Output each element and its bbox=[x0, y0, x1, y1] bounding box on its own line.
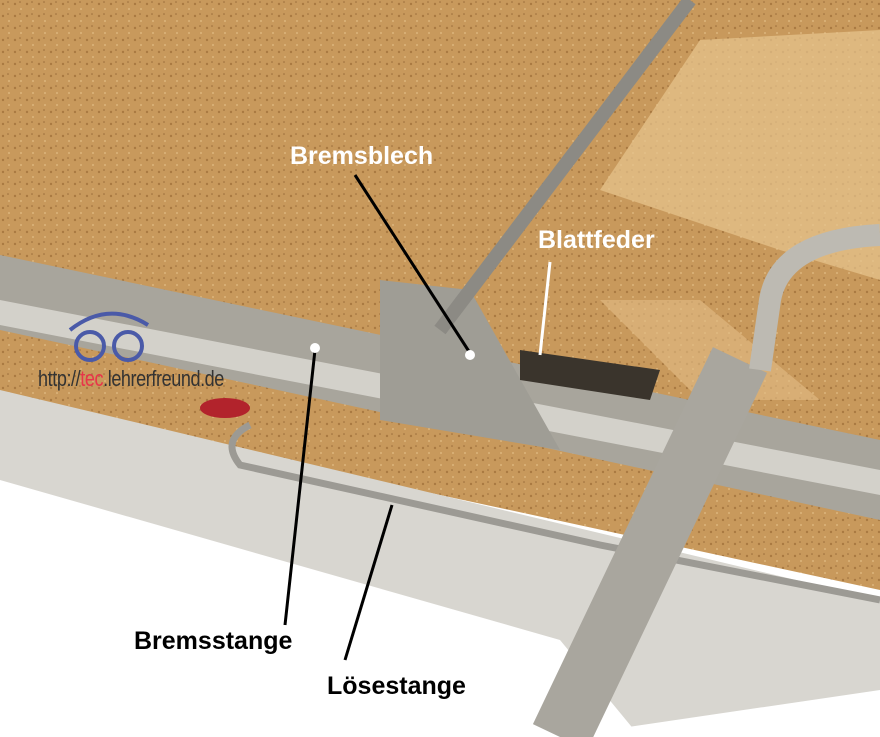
leader-line-loesestange bbox=[343, 504, 394, 661]
leader-line-bremsstange bbox=[283, 349, 317, 626]
marker-dot bbox=[310, 343, 320, 353]
white-background bbox=[0, 480, 640, 737]
marker-dot bbox=[465, 350, 475, 360]
label-loesestange: Lösestange bbox=[327, 672, 466, 700]
release-rod bbox=[228, 421, 880, 604]
red-part bbox=[200, 398, 250, 418]
watermark-suffix: .lehrerfreund.de bbox=[103, 366, 224, 391]
table-leg bbox=[532, 347, 768, 737]
brake-plate bbox=[380, 280, 560, 450]
label-blattfeder: Blattfeder bbox=[538, 226, 655, 254]
watermark-highlight: tec bbox=[80, 366, 104, 391]
leaf-spring bbox=[520, 350, 660, 400]
sunlight-patch bbox=[600, 30, 880, 280]
watermark-owl-logo bbox=[68, 311, 150, 362]
label-bremsstange: Bremsstange bbox=[134, 627, 293, 655]
label-bremsblech: Bremsblech bbox=[290, 142, 434, 170]
support-rod bbox=[434, 0, 696, 335]
curved-tube bbox=[749, 224, 880, 372]
leader-line-blattfeder bbox=[538, 261, 552, 356]
leader-line-bremsblech bbox=[353, 174, 472, 354]
watermark-prefix: http:// bbox=[38, 366, 81, 391]
watermark-url: http://tec.lehrerfreund.de bbox=[38, 366, 224, 392]
